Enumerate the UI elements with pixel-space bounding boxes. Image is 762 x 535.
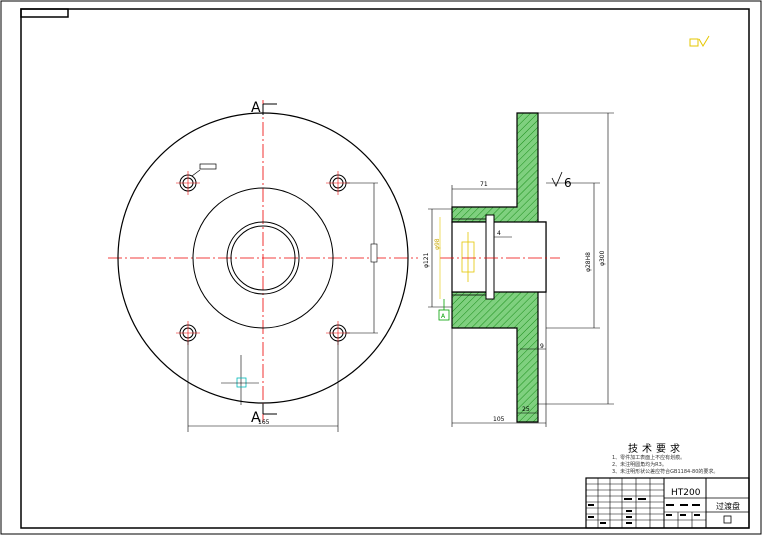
dim-outer-dia: φ300 <box>599 250 606 266</box>
dim-bolt-spacing: 165 <box>258 419 270 426</box>
dim-bore-depth: 4 <box>497 230 501 237</box>
surface-roughness-icon <box>551 171 563 187</box>
corner-label-box <box>20 8 69 18</box>
roughness-symbol-icon <box>689 35 710 47</box>
dim-small-dia: φ121 <box>423 252 430 268</box>
inner-frame <box>20 8 750 529</box>
gdt-label: A <box>441 313 446 320</box>
title-material: HT200 <box>671 488 701 498</box>
section-letter-bottom: A <box>251 410 261 426</box>
dim-hub-width: 71 <box>480 181 488 188</box>
section-view: 71 4 φ121 φ98 A 6 φ28H8 φ300 <box>423 112 614 427</box>
dim-inner-dia: φ98 <box>434 238 441 250</box>
datum-a-icon: A <box>438 299 450 321</box>
tech-requirements-title: 技术要求 <box>628 444 684 455</box>
section-letter-top: A <box>251 100 261 116</box>
datum-marker-icon <box>221 355 259 405</box>
dim-wall: 9 <box>540 343 544 350</box>
dim-total-width: 105 <box>493 416 505 423</box>
technical-requirements: 技术要求 1、零件加工表面上不应有划痕。 2、未注明圆角均为R3。 3、未注明形… <box>612 440 752 476</box>
title-block <box>585 477 750 529</box>
dim-flange-thickness: 25 <box>522 406 530 413</box>
dim-pitch-dia: φ28H8 <box>585 252 592 272</box>
tech-requirement-item: 2、未注明圆角均为R3。 <box>612 462 667 468</box>
title-part-name: 过渡盘 <box>716 501 740 511</box>
tech-requirement-item: 3、未注明形状公差应符合GB1184-80的要求。 <box>612 469 719 475</box>
front-view: A A 165 <box>108 100 418 432</box>
tech-requirement-item: 1、零件加工表面上不应有划痕。 <box>612 455 686 461</box>
